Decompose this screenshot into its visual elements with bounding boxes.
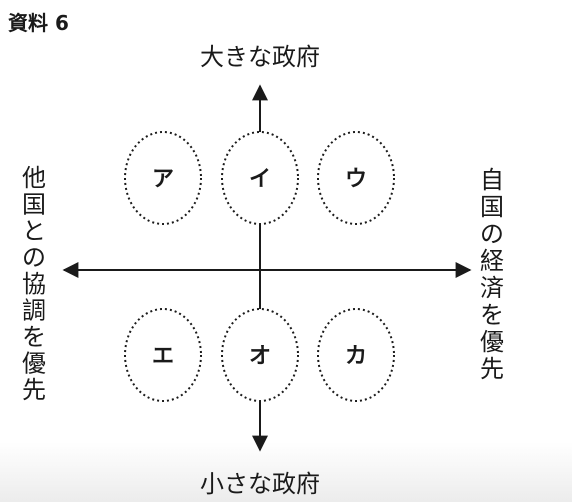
axis-label-right-char: 経 bbox=[480, 247, 504, 275]
option-ellipse bbox=[221, 131, 299, 225]
option-label: イ bbox=[249, 167, 271, 192]
axis-label-left-char: 先 bbox=[22, 376, 46, 404]
axis-label-right-char: 国 bbox=[480, 193, 504, 221]
axis-label-right-char: を bbox=[480, 301, 504, 329]
option-ellipse bbox=[124, 131, 202, 225]
axis-label-right-char: 自 bbox=[480, 166, 504, 194]
axis-label-left-char: を bbox=[22, 323, 46, 351]
option-label: ウ bbox=[345, 167, 367, 192]
option-label: エ bbox=[152, 344, 174, 369]
axis-label-top: 大きな政府 bbox=[200, 43, 320, 71]
axis-label-right-char: の bbox=[480, 220, 504, 248]
page-title: 資料 6 bbox=[8, 11, 69, 35]
option-ellipse bbox=[124, 308, 202, 402]
axis-label-right-char: 先 bbox=[480, 355, 504, 383]
option-label: オ bbox=[249, 344, 271, 369]
axis-label-left-char: の bbox=[22, 244, 46, 272]
option-ellipse bbox=[317, 308, 395, 402]
axis-label-left-char: 他 bbox=[22, 164, 46, 192]
option-label: カ bbox=[345, 344, 367, 369]
option-label: ア bbox=[152, 167, 174, 192]
axis-label-left-char: 優 bbox=[22, 350, 46, 378]
axis-label-left-char: 調 bbox=[22, 297, 46, 325]
option-ellipse bbox=[317, 131, 395, 225]
option-ellipses: ア イ ウエ オ カ bbox=[124, 131, 395, 402]
axis-label-left-char: 国 bbox=[22, 191, 46, 219]
axis-label-right-char: 優 bbox=[480, 328, 504, 356]
axis-label-right-char: 済 bbox=[480, 274, 504, 302]
axis-label-left-char: 協 bbox=[22, 270, 46, 298]
axis-label-bottom: 小さな政府 bbox=[200, 470, 320, 498]
axis-label-left-char: と bbox=[22, 217, 46, 245]
option-ellipse bbox=[221, 308, 299, 402]
